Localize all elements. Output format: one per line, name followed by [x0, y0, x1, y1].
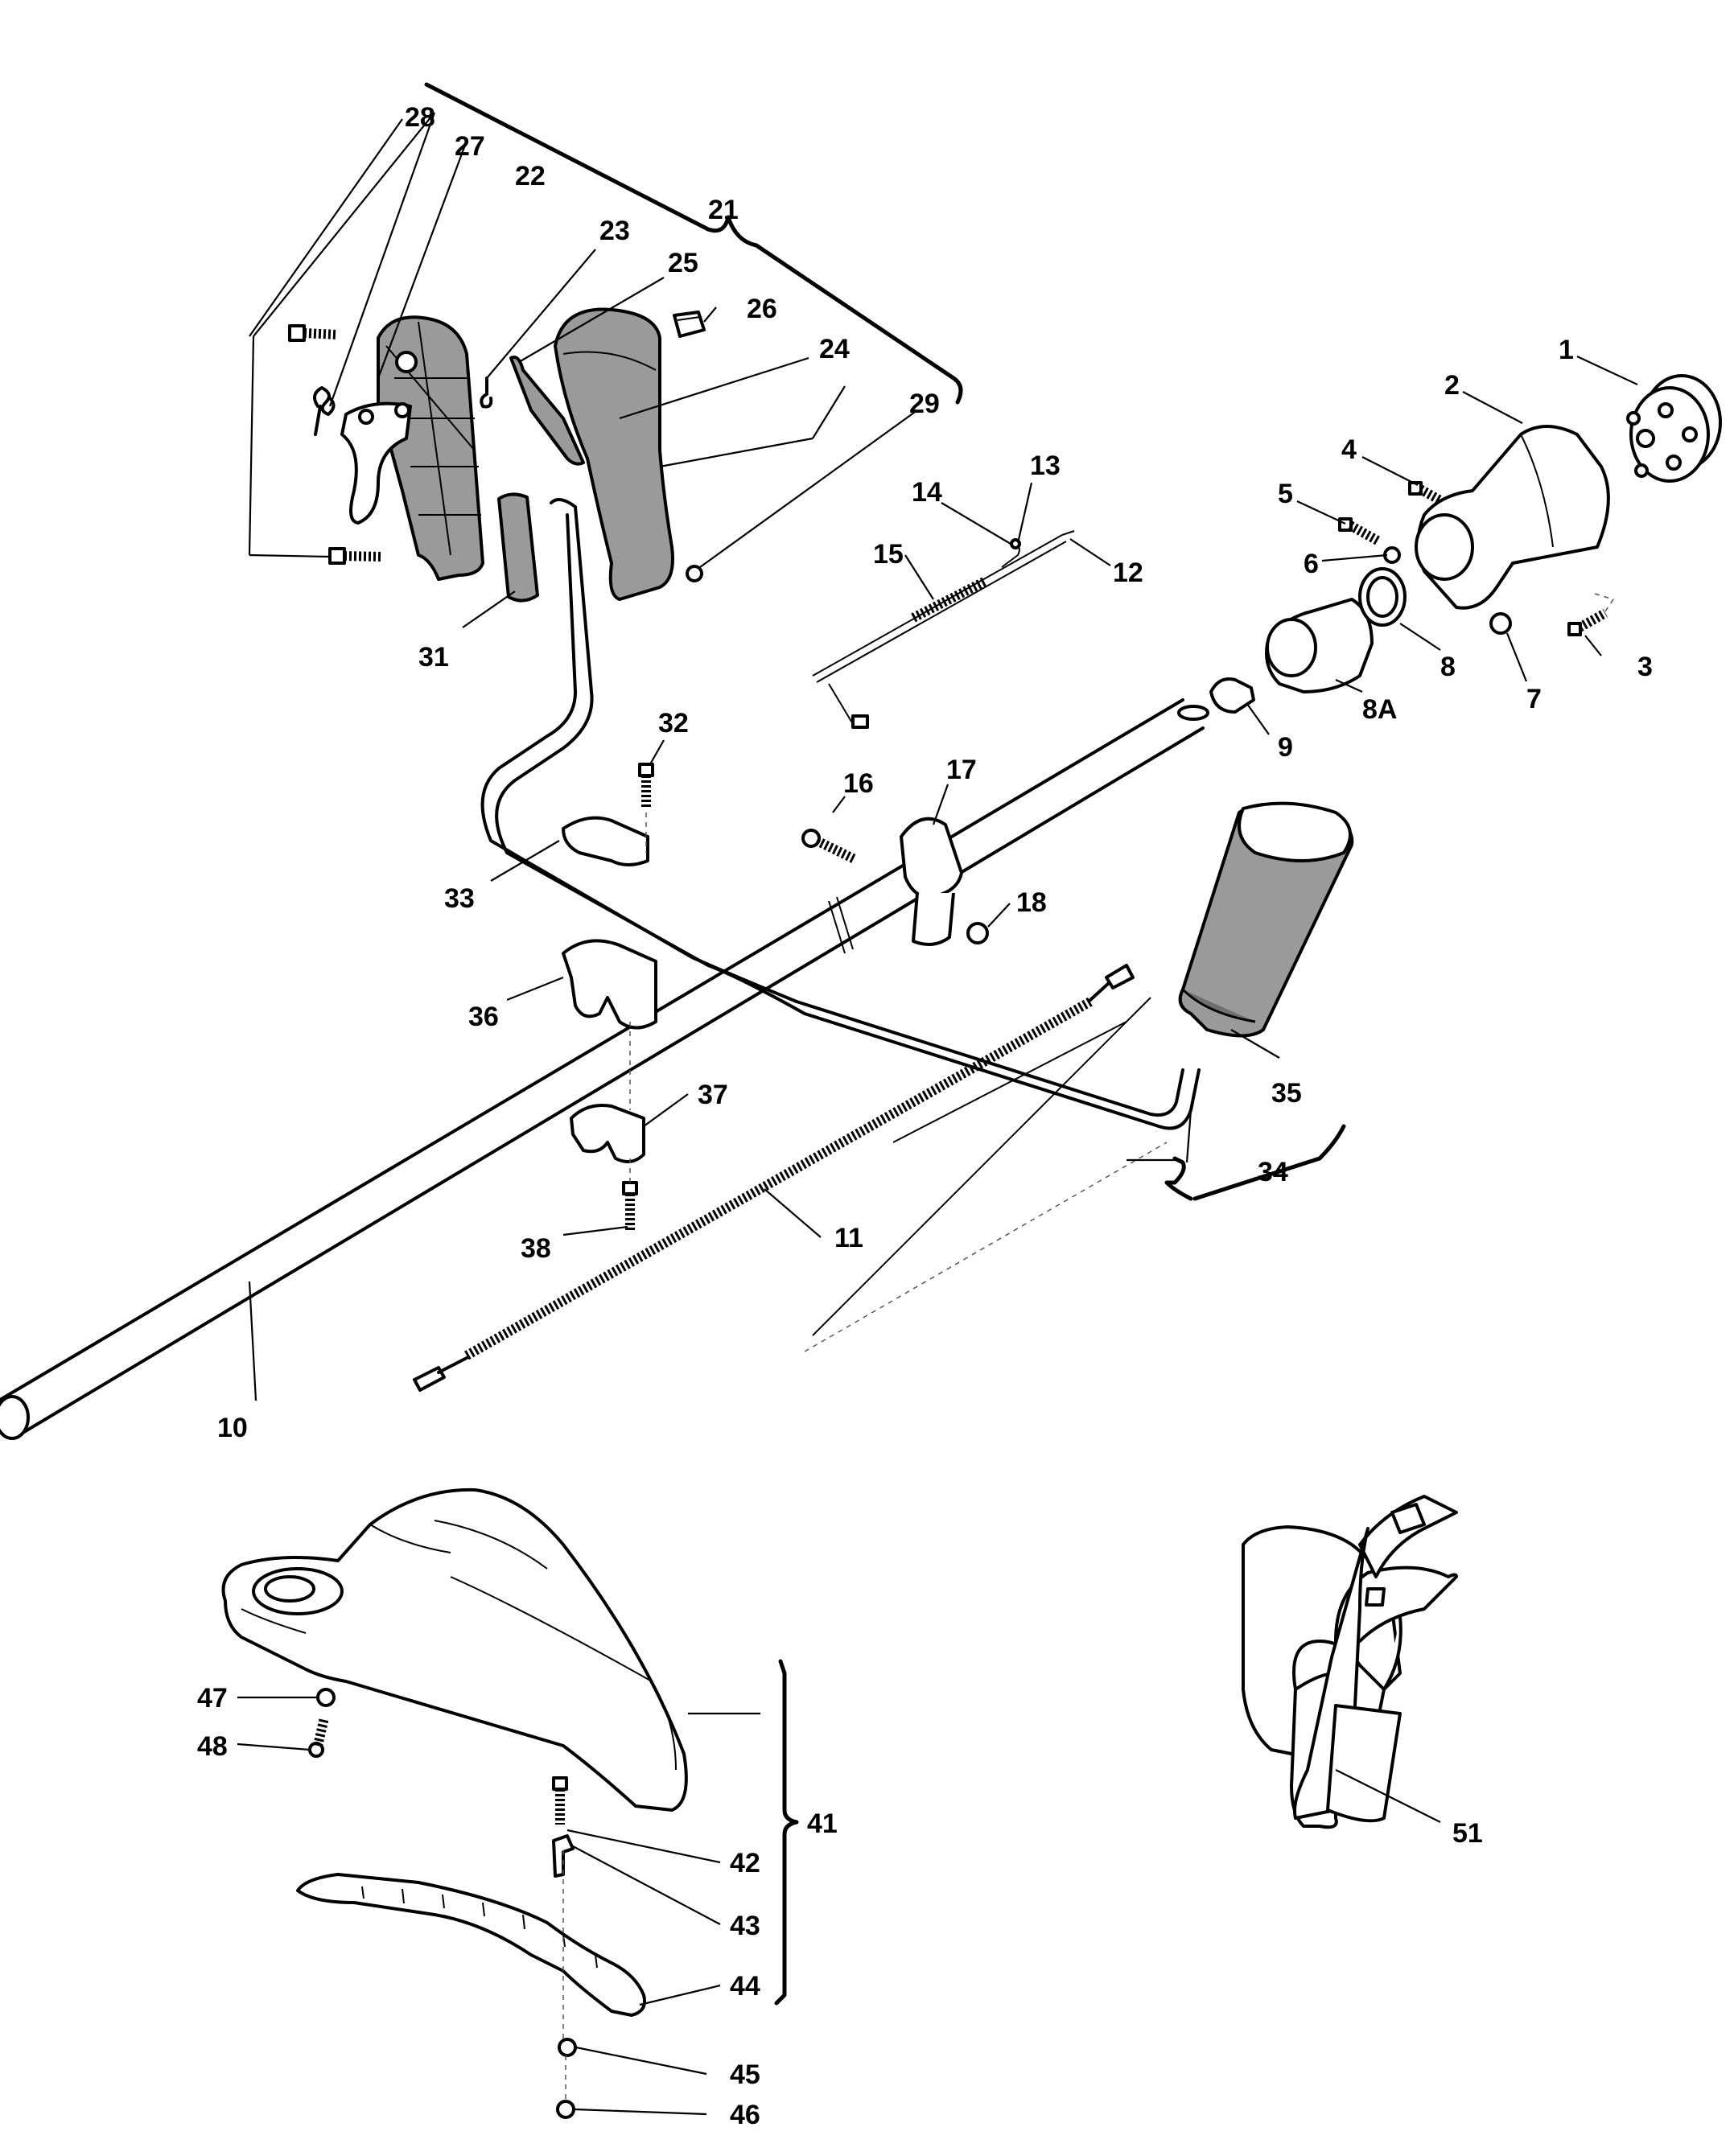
callout-29: 29 — [909, 389, 940, 419]
callout-5: 5 — [1278, 479, 1293, 509]
washer-47 — [316, 1688, 336, 1707]
grip-sleeve-31 — [497, 492, 539, 603]
callout-51: 51 — [1452, 1818, 1483, 1849]
screw-4 — [1408, 481, 1443, 505]
handle-half-right — [554, 307, 674, 601]
clamp-37 — [570, 1104, 645, 1163]
nut-46 — [556, 2100, 575, 2119]
screw-28-top — [288, 324, 339, 342]
callout-11: 11 — [834, 1223, 863, 1253]
callout-38: 38 — [521, 1233, 551, 1264]
screw-32 — [638, 763, 654, 808]
callout-23: 23 — [599, 216, 630, 246]
nut-29 — [686, 565, 703, 582]
callout-8a: 8A — [1362, 694, 1397, 725]
callout-15: 15 — [873, 539, 904, 570]
callout-25: 25 — [668, 248, 698, 278]
callout-22: 22 — [515, 161, 546, 191]
screw-5 — [1338, 517, 1380, 545]
clamp-36 — [562, 939, 657, 1030]
screw-38 — [622, 1181, 638, 1231]
callout-14: 14 — [912, 477, 942, 508]
callout-47: 47 — [197, 1683, 228, 1714]
callout-18: 18 — [1016, 887, 1047, 918]
callout-9: 9 — [1278, 732, 1293, 763]
callout-7: 7 — [1526, 684, 1542, 714]
nut-18 — [966, 922, 989, 944]
callout-2: 2 — [1444, 370, 1460, 401]
drive-tube-10 — [0, 698, 1209, 1440]
callout-48: 48 — [197, 1731, 228, 1762]
callout-27: 27 — [455, 131, 485, 162]
guard-41 — [221, 1487, 688, 1812]
handle-grip-35 — [1178, 801, 1354, 1038]
wiring-harness — [812, 530, 1075, 729]
nut-7 — [1489, 612, 1512, 635]
callout-43: 43 — [730, 1911, 760, 1941]
harness-51 — [1242, 1495, 1458, 1829]
clutch-drum-1 — [1626, 374, 1722, 483]
callout-24: 24 — [819, 334, 850, 364]
clamp-33 — [562, 816, 649, 866]
callout-28: 28 — [405, 102, 435, 133]
callout-26: 26 — [747, 294, 777, 324]
callout-6: 6 — [1304, 549, 1319, 579]
callout-1: 1 — [1559, 335, 1574, 365]
callout-45: 45 — [730, 2059, 760, 2090]
lever-25 — [509, 356, 585, 466]
callout-36: 36 — [468, 1002, 499, 1032]
clamp-17 — [900, 817, 963, 946]
handlebar-34 — [480, 498, 1346, 1201]
callout-12: 12 — [1113, 558, 1143, 588]
screw-16 — [801, 829, 857, 864]
callout-37: 37 — [698, 1080, 728, 1110]
callout-44: 44 — [730, 1971, 760, 2002]
callout-17: 17 — [946, 755, 977, 785]
leader-lines — [237, 112, 1638, 2116]
callout-34: 34 — [1258, 1157, 1288, 1187]
callout-10: 10 — [217, 1413, 248, 1443]
fitting-9 — [1209, 677, 1255, 714]
screw-3 — [1567, 608, 1608, 636]
spring-27 — [313, 386, 336, 436]
washer-45 — [558, 2038, 577, 2057]
callout-41: 41 — [807, 1808, 838, 1839]
callout-16: 16 — [843, 768, 874, 799]
switch-26 — [673, 311, 706, 338]
callout-4: 4 — [1341, 434, 1357, 465]
callout-8: 8 — [1440, 652, 1456, 682]
bushing-8A — [1265, 598, 1374, 693]
callout-labels: 1 2 3 4 5 6 7 8 8A 9 10 11 12 13 14 15 1… — [197, 102, 1653, 2130]
callout-46: 46 — [730, 2100, 760, 2130]
callout-42: 42 — [730, 1848, 760, 1878]
drive-shaft-11 — [413, 964, 1168, 1392]
throttle-handle-assembly — [288, 307, 706, 603]
callout-21: 21 — [708, 195, 739, 225]
clamp-ring-8 — [1358, 567, 1407, 627]
screw-42 — [552, 1776, 568, 1825]
blade-guard-44 — [296, 1873, 646, 2017]
clutch-housing-2 — [1415, 425, 1610, 610]
bracket-21 — [424, 82, 963, 405]
callout-33: 33 — [444, 883, 475, 914]
callout-32: 32 — [658, 708, 689, 739]
callout-35: 35 — [1271, 1078, 1302, 1109]
callout-13: 13 — [1030, 451, 1061, 481]
screw-28-bottom — [328, 547, 383, 565]
spring-23 — [480, 376, 493, 409]
handle-half-left — [377, 315, 484, 581]
screw-48 — [308, 1716, 329, 1758]
callout-31: 31 — [418, 642, 449, 673]
callout-3: 3 — [1637, 652, 1653, 682]
